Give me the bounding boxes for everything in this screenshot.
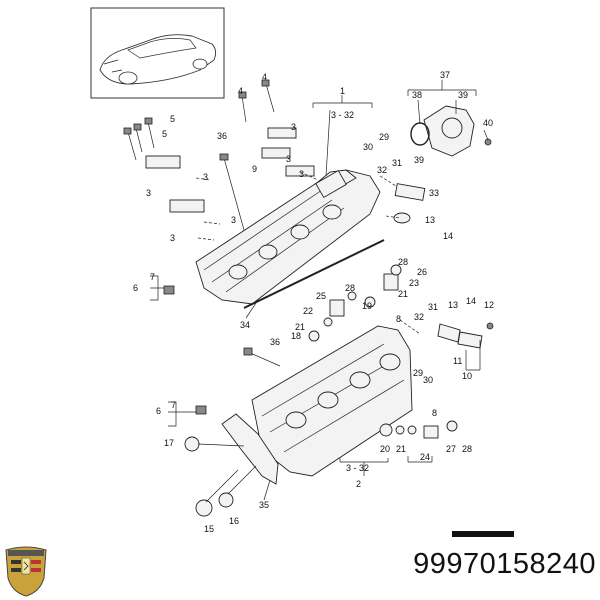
callout-6-upper: 6: [133, 283, 138, 293]
callout-39-top: 39: [458, 90, 468, 100]
callout-8-lower: 8: [432, 408, 437, 418]
callout-31-upper: 31: [392, 158, 402, 168]
callout-9: 9: [252, 164, 257, 174]
callout-14-upper: 14: [443, 231, 453, 241]
callout-22: 22: [303, 306, 313, 316]
callout-36-lower: 36: [270, 337, 280, 347]
callout-13-upper: 13: [425, 215, 435, 225]
callout-5-mid: 5: [162, 129, 167, 139]
callout-28-mid: 28: [345, 283, 355, 293]
callout-27: 27: [446, 444, 456, 454]
callout-19: 19: [362, 301, 372, 311]
callout-1: 1: [340, 86, 345, 96]
watermark-tag: [452, 531, 514, 537]
callout-21-right: 21: [398, 289, 408, 299]
callout-29-lower: 29: [413, 368, 423, 378]
callout-2: 2: [356, 479, 361, 489]
callout-3-left-c: 3: [231, 215, 236, 225]
callout-21-left: 21: [295, 322, 305, 332]
callout-26: 26: [417, 267, 427, 277]
part-number: 99970158240: [413, 548, 596, 580]
callout-6-lower: 6: [156, 406, 161, 416]
car-thumbnail-icon: [90, 7, 225, 99]
callout-36-upper: 36: [217, 131, 227, 141]
callout-3-left-b: 3: [146, 188, 151, 198]
callout-3-upper-b: 3: [286, 154, 291, 164]
upper-cylinder-head: [195, 169, 381, 305]
callout-28-lower: 28: [462, 444, 472, 454]
callout-33: 33: [429, 188, 439, 198]
callout-37: 37: [440, 70, 450, 80]
gasket-35: [221, 413, 279, 485]
callout-40: 40: [483, 118, 493, 128]
callout-23: 23: [409, 278, 419, 288]
callout-32-upper: 32: [377, 165, 387, 175]
callout-30-lower: 30: [423, 375, 433, 385]
valves: [184, 436, 257, 517]
callout-34: 34: [240, 320, 250, 330]
callout-10: 10: [462, 371, 472, 381]
callout-labels: 1 3 - 32 37 38 39 40 39 29 30 31 32 33 1…: [133, 70, 494, 534]
callout-21-lower: 21: [396, 444, 406, 454]
porsche-crest-icon: [5, 546, 47, 597]
callout-39-lower: 39: [414, 155, 424, 165]
callout-4-left: 4: [238, 86, 243, 96]
callout-14-lower: 14: [466, 296, 476, 306]
callout-4-right: 4: [262, 72, 267, 82]
cam-caps-upper: [145, 127, 315, 213]
callout-3-left-a: 3: [203, 172, 208, 182]
callout-38: 38: [412, 90, 422, 100]
dashed-leaders: [195, 171, 421, 335]
gasket-34: [243, 239, 385, 309]
callout-17: 17: [164, 438, 174, 448]
callout-25: 25: [316, 291, 326, 301]
callout-15: 15: [204, 524, 214, 534]
callout-24: 24: [420, 452, 430, 462]
bolts-group: [123, 79, 281, 415]
callout-3-32-upper: 3 - 32: [331, 110, 354, 120]
callout-13-lower: 13: [448, 300, 458, 310]
callout-11: 11: [453, 356, 462, 366]
callout-32-lower: 32: [414, 312, 424, 322]
callout-31-lower: 31: [428, 302, 438, 312]
callout-18: 18: [291, 331, 301, 341]
valve-train-parts: [308, 264, 458, 439]
callout-12: 12: [484, 300, 494, 310]
callout-35: 35: [259, 500, 269, 510]
callout-30-upper: 30: [363, 142, 373, 152]
callout-3-upper-c: 3: [299, 169, 304, 179]
callout-3-left-d: 3: [170, 233, 175, 243]
vacuum-pump-37: [410, 105, 492, 157]
sensors-right: [393, 183, 494, 349]
callout-3-upper-a: 3: [291, 122, 296, 132]
leader-lines: [150, 80, 489, 501]
callout-7-lower: 7: [171, 400, 176, 410]
callout-5-top: 5: [170, 114, 175, 124]
callout-29-upper: 29: [379, 132, 389, 142]
callout-8-upper: 8: [396, 314, 401, 324]
callout-3-32-lower: 3 - 32: [346, 463, 369, 473]
callout-16: 16: [229, 516, 239, 526]
callout-28-right: 28: [398, 257, 408, 267]
callout-20: 20: [380, 444, 390, 454]
callout-7-upper: 7: [150, 272, 155, 282]
